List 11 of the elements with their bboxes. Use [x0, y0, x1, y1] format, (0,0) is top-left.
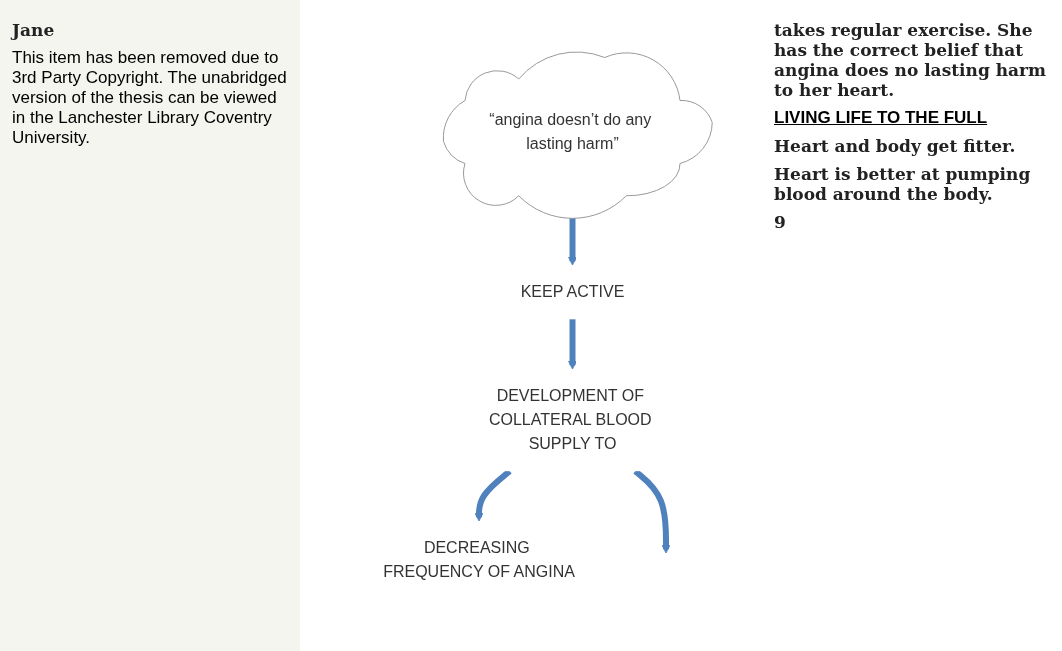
- page-number: 9: [774, 212, 787, 232]
- note-text: takes regular exercise. She has the correct belief that angina does no lasting harm to her heart.: [774, 20, 1047, 100]
- arrow: [568, 319, 578, 370]
- note-text: Jane: [12, 20, 56, 40]
- note-text: This item has been removed due to 3rd Party Copyright. The unabridged version of the thesis can be viewed in the Lanchester Library Coventry University.: [12, 48, 288, 148]
- node-text: DEVELOPMENT OF COLLATERAL BLOOD SUPPLY TO: [489, 387, 652, 453]
- note-text: Heart is better at pumping blood around the body.: [774, 164, 1032, 204]
- note-text: Heart and body get fitter.: [774, 136, 1017, 156]
- heading-text: LIVING LIFE TO THE FULL: [774, 108, 989, 128]
- node-text: DECREASING FREQUENCY OF ANGINA: [383, 539, 576, 581]
- node-text: KEEP ACTIVE: [521, 283, 625, 301]
